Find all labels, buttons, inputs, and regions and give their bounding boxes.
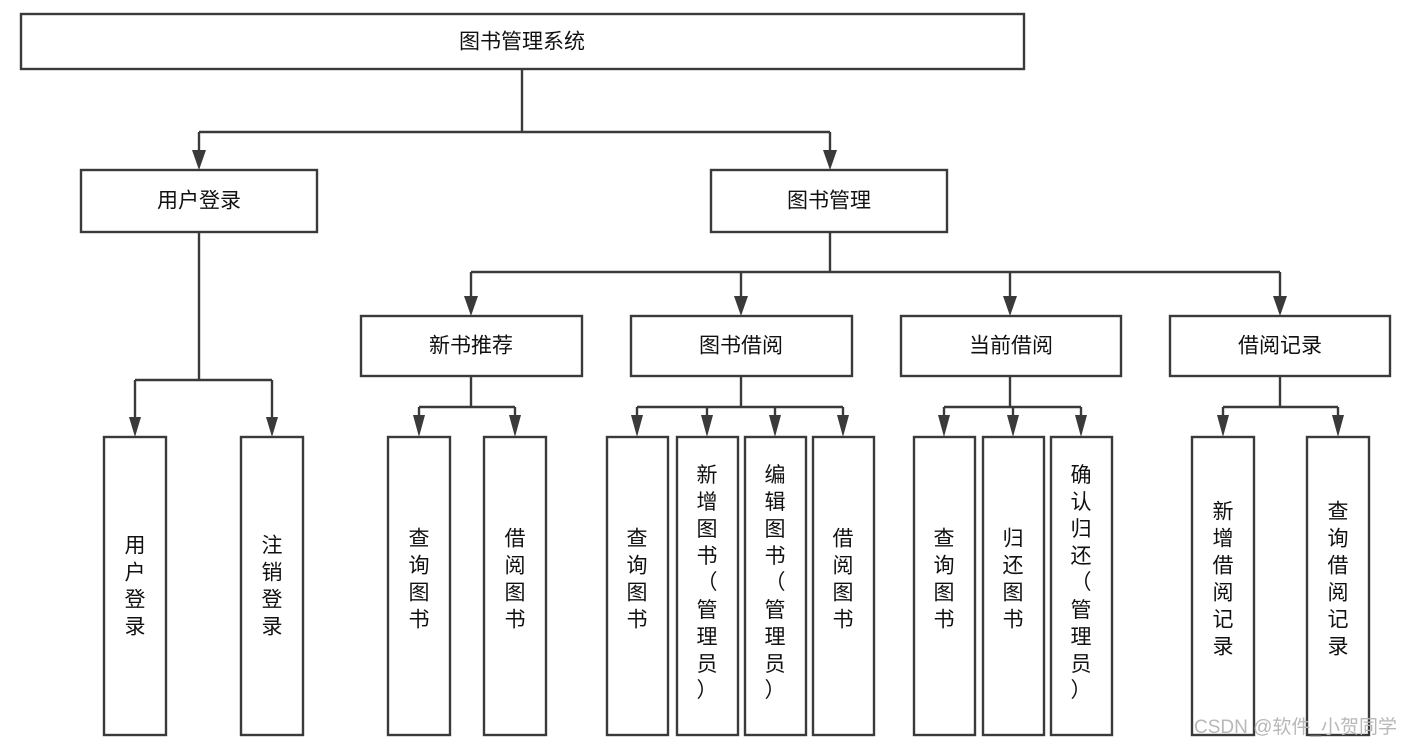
node-leaf-borrow-book-2-box[interactable]	[811, 435, 876, 737]
node-leaf-add-record-box[interactable]	[1190, 435, 1256, 737]
arrow-head-leaf-query-book-3	[938, 415, 950, 437]
node-leaf-query-record-label: 查询借阅记录	[1328, 501, 1349, 659]
node-leaf-borrow-book-1-label: 借阅图书	[505, 528, 526, 632]
arrow-head-current-borrow	[1003, 296, 1017, 316]
node-leaf-query-book-2-label: 查询图书	[627, 528, 648, 632]
node-borrow-record-box[interactable]	[1168, 314, 1392, 378]
node-user-login[interactable]: 用户登录	[79, 168, 319, 234]
arrow-head-leaf-query-record	[1332, 415, 1344, 437]
arrow-head-leaf-user-login	[129, 417, 141, 437]
node-leaf-return-book[interactable]: 归还图书	[981, 435, 1046, 737]
node-leaf-borrow-book-1-box[interactable]	[482, 435, 548, 737]
node-leaf-add-book-label: 新增图书（管理员）	[697, 464, 718, 702]
arrow-head-borrow-record	[1273, 296, 1287, 316]
node-user-login-label: 用户登录	[157, 190, 241, 213]
node-new-book-recommend-box[interactable]	[359, 314, 584, 378]
node-book-borrow-box[interactable]	[629, 314, 854, 378]
node-book-manage[interactable]: 图书管理	[709, 168, 949, 234]
node-leaf-return-book-label: 归还图书	[1003, 528, 1024, 632]
node-leaf-add-book-box[interactable]	[675, 435, 740, 737]
node-leaf-return-book-box[interactable]	[981, 435, 1046, 737]
node-leaf-edit-book-box[interactable]	[743, 435, 808, 737]
node-leaf-query-book-3-box[interactable]	[912, 435, 977, 737]
arrow-head-leaf-logout	[266, 417, 278, 437]
arrow-head-user-login	[192, 150, 206, 170]
node-user-login-box[interactable]	[79, 168, 319, 234]
arrow-head-book-manage	[823, 150, 837, 170]
arrow-head-leaf-add-record	[1217, 415, 1229, 437]
node-leaf-query-book-3-label: 查询图书	[934, 528, 955, 632]
node-leaf-user-login-box[interactable]	[102, 435, 168, 737]
arrow-head-leaf-confirm-return	[1075, 415, 1087, 437]
node-leaf-query-book-1[interactable]: 查询图书	[386, 435, 452, 737]
node-current-borrow[interactable]: 当前借阅	[899, 314, 1123, 378]
node-leaf-borrow-book-2-label: 借阅图书	[833, 528, 854, 632]
arrow-head-leaf-return-book	[1007, 415, 1019, 437]
node-root-label: 图书管理系统	[459, 31, 585, 54]
node-leaf-edit-book-label: 编辑图书（管理员）	[765, 464, 786, 702]
node-current-borrow-label: 当前借阅	[969, 335, 1053, 358]
node-leaf-borrow-book-1[interactable]: 借阅图书	[482, 435, 548, 737]
node-leaf-query-book-2-box[interactable]	[605, 435, 670, 737]
arrow-head-book-borrow	[734, 296, 748, 316]
node-leaf-query-record[interactable]: 查询借阅记录	[1305, 435, 1371, 737]
node-book-manage-label: 图书管理	[787, 190, 871, 213]
arrow-head-leaf-edit-book	[769, 415, 781, 437]
node-leaf-query-book-3[interactable]: 查询图书	[912, 435, 977, 737]
arrow-head-leaf-query-book-1	[413, 415, 425, 437]
node-borrow-record-label: 借阅记录	[1238, 335, 1322, 358]
node-root-box[interactable]	[19, 12, 1026, 71]
node-leaf-confirm-return-label: 确认归还（管理员）	[1071, 464, 1092, 702]
arrow-head-new-book-recommend	[464, 296, 478, 316]
node-leaf-confirm-return-box[interactable]	[1049, 435, 1114, 737]
node-book-borrow[interactable]: 图书借阅	[629, 314, 854, 378]
arrow-head-leaf-borrow-book-1	[509, 415, 521, 437]
node-leaf-query-book-2[interactable]: 查询图书	[605, 435, 670, 737]
node-leaf-add-book[interactable]: 新增图书（管理员）	[675, 435, 740, 737]
node-leaf-query-book-1-box[interactable]	[386, 435, 452, 737]
node-current-borrow-box[interactable]	[899, 314, 1123, 378]
node-leaf-add-record[interactable]: 新增借阅记录	[1190, 435, 1256, 737]
node-leaf-logout-label: 注销登录	[262, 535, 283, 639]
node-new-book-recommend[interactable]: 新书推荐	[359, 314, 584, 378]
arrow-head-leaf-query-book-2	[631, 415, 643, 437]
node-leaf-query-record-box[interactable]	[1305, 435, 1371, 737]
node-leaf-query-book-1-label: 查询图书	[409, 528, 430, 632]
node-book-borrow-label: 图书借阅	[699, 335, 783, 358]
node-new-book-recommend-label: 新书推荐	[429, 335, 513, 358]
connector-layer	[129, 69, 1344, 437]
node-leaf-user-login-label: 用户登录	[125, 535, 146, 639]
node-leaf-user-login[interactable]: 用户登录	[102, 435, 168, 737]
arrow-head-leaf-borrow-book-2	[837, 415, 849, 437]
csdn-watermark: CSDN @软件_小贺同学	[1194, 716, 1397, 738]
node-leaf-logout-box[interactable]	[239, 435, 305, 737]
node-leaf-edit-book[interactable]: 编辑图书（管理员）	[743, 435, 808, 737]
node-book-manage-box[interactable]	[709, 168, 949, 234]
node-leaf-logout[interactable]: 注销登录	[239, 435, 305, 737]
node-leaf-confirm-return[interactable]: 确认归还（管理员）	[1049, 435, 1114, 737]
node-leaf-add-record-label: 新增借阅记录	[1213, 501, 1234, 659]
node-borrow-record[interactable]: 借阅记录	[1168, 314, 1392, 378]
node-root[interactable]: 图书管理系统	[19, 12, 1026, 71]
arrow-head-leaf-add-book	[701, 415, 713, 437]
node-leaf-borrow-book-2[interactable]: 借阅图书	[811, 435, 876, 737]
